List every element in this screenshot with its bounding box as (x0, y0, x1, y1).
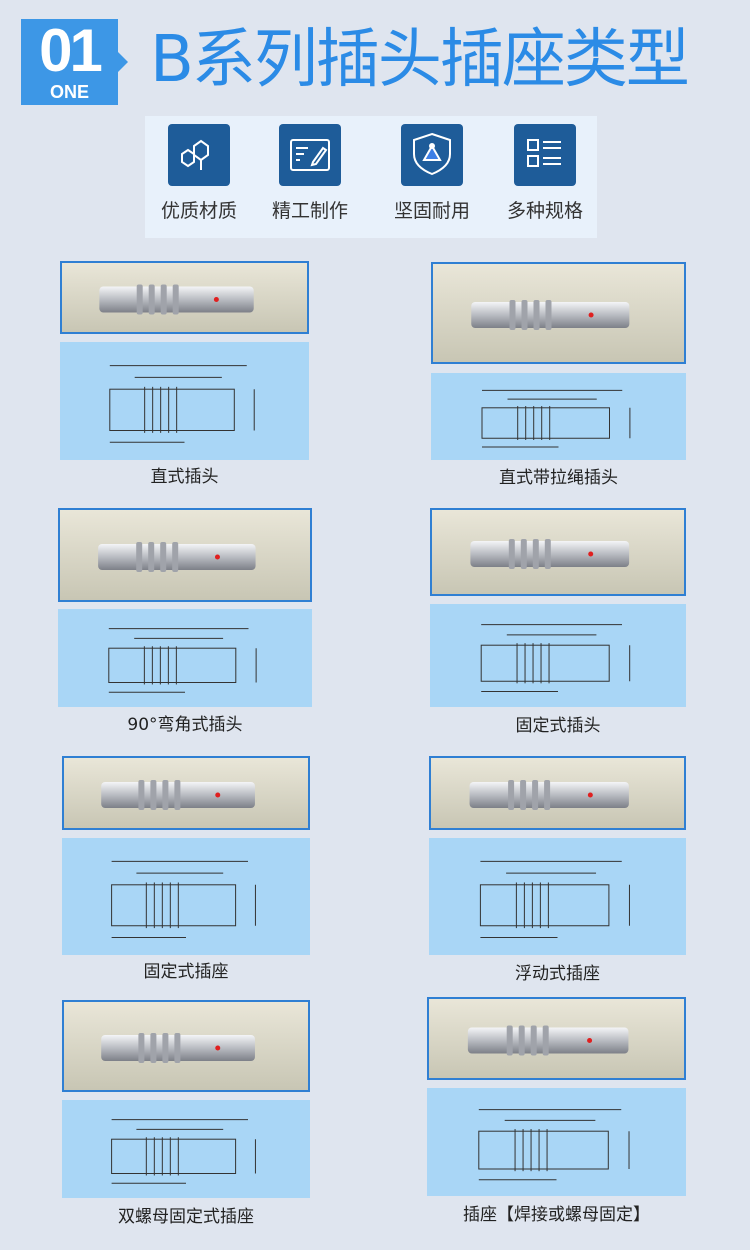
technical-drawing (62, 838, 310, 955)
technical-drawing (431, 373, 686, 460)
technical-drawing (58, 609, 312, 707)
connector-image (99, 284, 254, 315)
product-name: 固定式插座 (143, 962, 229, 982)
product-photo (427, 997, 686, 1080)
product-name: 插座【焊接或螺母固定】 (463, 1205, 650, 1225)
technical-drawing (429, 838, 686, 955)
checklist-icon (514, 124, 576, 186)
connector-image (101, 780, 255, 810)
product-name: 固定式插头 (515, 716, 601, 736)
section-number-badge: 01 ONE (21, 17, 128, 105)
connector-image (469, 780, 629, 810)
product-photo (62, 756, 310, 830)
connector-image (98, 542, 256, 572)
edit-form-icon (279, 124, 341, 186)
feature-label: 精工制作 (271, 200, 348, 222)
product-name: 双螺母固定式插座 (118, 1207, 254, 1227)
product-photo (431, 262, 686, 364)
feature-precision: 精工制作 (265, 124, 355, 223)
product-photo (429, 756, 686, 830)
product-name: 90°弯角式插头 (127, 715, 243, 735)
feature-label: 优质材质 (160, 200, 237, 222)
technical-drawing (430, 604, 686, 707)
product-photo (62, 1000, 310, 1092)
feature-durable: 坚固耐用 (387, 124, 477, 223)
features-panel: 优质材质 精工制作 坚固耐用 多种规格 (145, 116, 597, 238)
hexagon-molecule-icon (168, 124, 230, 186)
page-title: B系列插头插座类型 (150, 23, 690, 97)
product-name: 浮动式插座 (515, 964, 600, 984)
feature-label: 多种规格 (506, 200, 583, 222)
shield-icon (401, 124, 463, 186)
technical-drawing (62, 1100, 310, 1198)
technical-drawing (60, 342, 309, 460)
connector-image (471, 300, 630, 330)
product-photo (60, 261, 309, 334)
section-number: 01 (39, 17, 103, 84)
connector-image (470, 539, 630, 569)
connector-image (101, 1033, 255, 1063)
product-photo (58, 508, 312, 602)
feature-label: 坚固耐用 (393, 200, 470, 222)
product-photo (430, 508, 686, 596)
feature-quality-material: 优质材质 (154, 124, 244, 223)
section-number-word: ONE (49, 82, 89, 102)
product-name: 直式插头 (150, 467, 219, 487)
feature-specs: 多种规格 (500, 124, 590, 223)
connector-image (467, 1025, 629, 1056)
product-name: 直式带拉绳插头 (499, 468, 618, 488)
technical-drawing (427, 1088, 686, 1196)
